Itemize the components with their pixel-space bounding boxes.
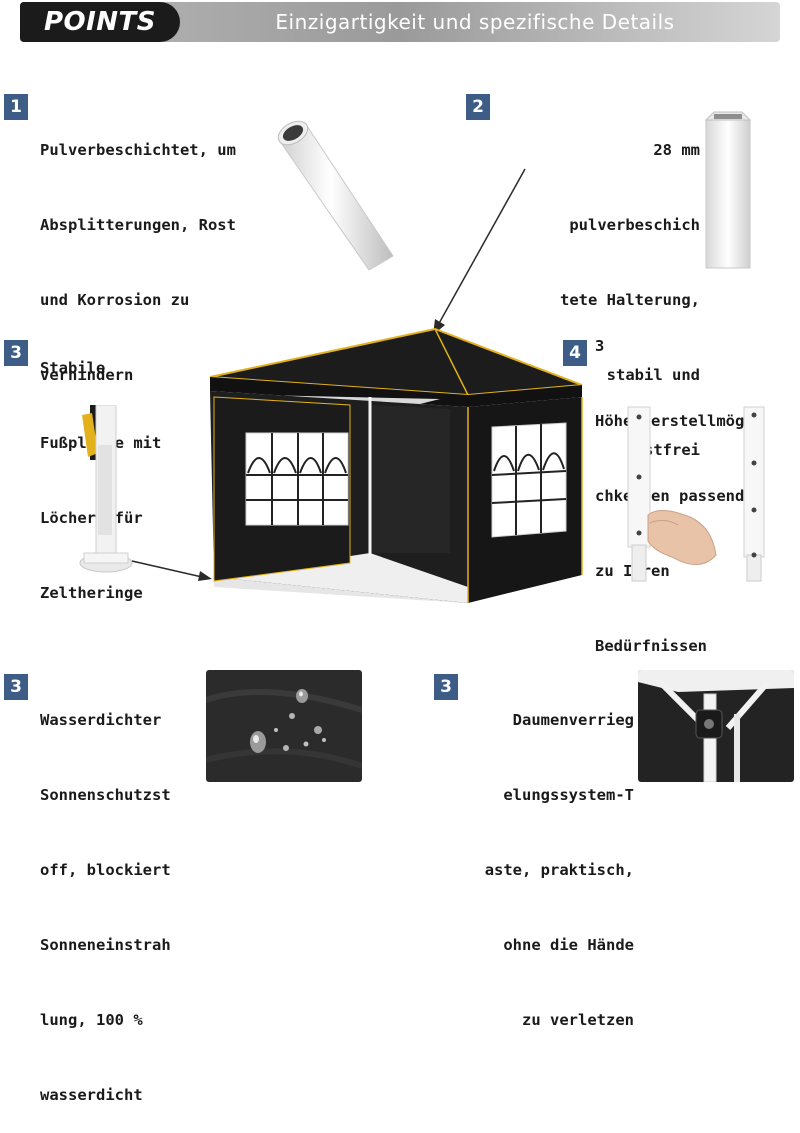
feature-1-line: Absplitterungen, Rost (40, 216, 236, 234)
telescopic-legs-icon (627, 406, 765, 582)
pointer-arrow-icon (433, 168, 526, 335)
feature-2-line: pulverbeschich (569, 216, 700, 234)
square-tube-icon (704, 111, 752, 269)
feature-2-text: 28 mm pulverbeschich tete Halterung, sta… (500, 88, 700, 488)
feature-1-line: Pulverbeschichtet, um (40, 141, 236, 159)
feature-3-badge: 3 (4, 340, 28, 366)
feature-2-line: stabil und (606, 366, 700, 384)
feature-1-line: und Korrosion zu (40, 291, 190, 309)
feature-4-line: 3 (595, 337, 605, 355)
feature-6-line: zu verletzen (522, 1011, 634, 1029)
feature-5-line: Sonnenschutzst (40, 786, 171, 804)
water-droplets-icon (206, 670, 362, 782)
feature-3-line: Löchern für (40, 509, 143, 527)
feature-6-text: Daumenverrieg elungssystem-T aste, prakt… (460, 658, 634, 1058)
feature-3-line: Zeltheringe (40, 584, 143, 602)
feature-6-line: ohne die Hände (503, 936, 634, 954)
feature-3-line: Stabile (40, 359, 106, 377)
feature-1-badge: 1 (4, 94, 28, 120)
tent-illustration (209, 327, 583, 603)
feature-4-line: Bedürfnissen (595, 637, 707, 655)
feature-6-line: Daumenverrieg (512, 711, 634, 729)
pointer-arrow-icon (131, 560, 212, 581)
feature-6-line: aste, praktisch, (484, 861, 634, 879)
header-subtitle: Einzigartigkeit und spezifische Details (275, 10, 675, 34)
feature-6-badge: 3 (434, 674, 458, 700)
thumb-lock-icon (638, 670, 794, 782)
feature-2-line: tete Halterung, (560, 291, 700, 309)
tent-window-left (245, 432, 349, 526)
feature-5-badge: 3 (4, 674, 28, 700)
feature-5-line: wasserdicht (40, 1086, 143, 1104)
feature-1-line: verhindern (40, 366, 134, 384)
feature-5-text: Wasserdichter Sonnenschutzst off, blocki… (40, 658, 171, 1133)
feature-2-line: 28 mm (653, 141, 700, 159)
tent-window-right (491, 422, 567, 538)
feature-6-line: elungssystem-T (503, 786, 634, 804)
feature-5-line: Wasserdichter (40, 711, 162, 729)
feature-5-line: lung, 100 % (40, 1011, 143, 1029)
foot-plate-icon (79, 405, 133, 573)
powder-coated-tube-icon (277, 120, 394, 271)
feature-2-badge: 2 (466, 94, 490, 120)
feature-5-line: Sonneneinstrah (40, 936, 171, 954)
feature-5-line: off, blockiert (40, 861, 171, 879)
points-badge: POINTS (20, 2, 180, 42)
feature-4-badge: 4 (563, 340, 587, 366)
feature-1-text: Pulverbeschichtet, um Absplitterungen, R… (40, 88, 236, 413)
